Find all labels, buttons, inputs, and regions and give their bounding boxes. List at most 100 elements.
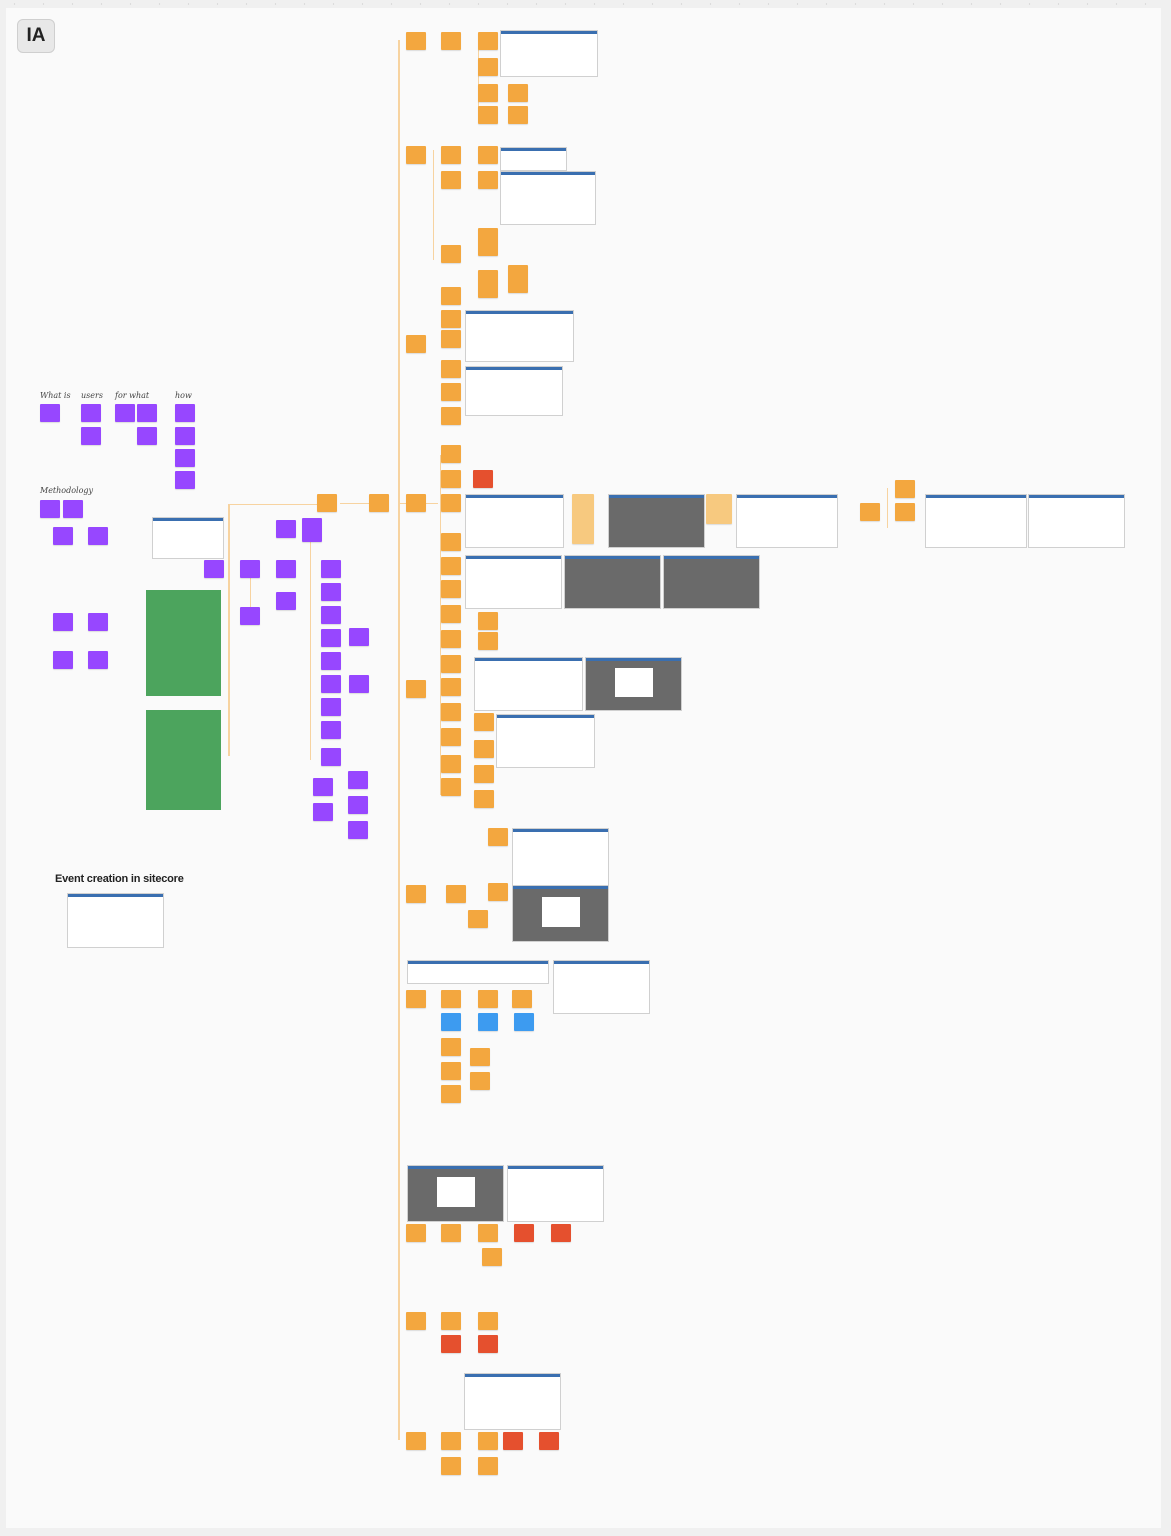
sticky-note[interactable] <box>474 713 494 731</box>
board-title[interactable]: IA <box>17 19 55 53</box>
screenshot-thumbnail[interactable] <box>512 828 609 887</box>
sticky-note[interactable] <box>441 1038 461 1056</box>
sticky-note[interactable] <box>478 612 498 630</box>
sticky-note[interactable] <box>488 828 508 846</box>
sticky-note-blue[interactable] <box>478 1013 498 1031</box>
sticky-note-purple[interactable] <box>137 404 157 422</box>
sticky-note[interactable] <box>441 310 461 328</box>
sticky-note[interactable] <box>474 740 494 758</box>
sticky-note[interactable] <box>860 503 880 521</box>
sticky-note-blue[interactable] <box>514 1013 534 1031</box>
sticky-note[interactable] <box>406 1432 426 1450</box>
sticky-note[interactable] <box>441 778 461 796</box>
sticky-note[interactable] <box>470 1072 490 1090</box>
sticky-note[interactable] <box>478 1432 498 1450</box>
sticky-note-purple[interactable] <box>40 404 60 422</box>
sticky-note[interactable] <box>441 1312 461 1330</box>
sticky-note[interactable] <box>508 265 528 293</box>
sticky-note[interactable] <box>441 360 461 378</box>
screenshot-thumbnail[interactable] <box>152 517 224 559</box>
sticky-note-red[interactable] <box>514 1224 534 1242</box>
sticky-note-purple[interactable] <box>313 803 333 821</box>
screenshot-thumbnail[interactable] <box>564 555 661 609</box>
sticky-note[interactable] <box>474 790 494 808</box>
sticky-note-purple[interactable] <box>40 500 60 518</box>
sticky-note[interactable] <box>895 503 915 521</box>
sticky-note[interactable] <box>478 32 498 50</box>
screenshot-thumbnail[interactable] <box>465 494 564 548</box>
sticky-note[interactable] <box>441 330 461 348</box>
sticky-note-purple[interactable] <box>276 520 296 538</box>
sticky-note[interactable] <box>441 703 461 721</box>
sticky-note[interactable] <box>406 494 426 512</box>
screenshot-thumbnail[interactable] <box>407 1165 504 1222</box>
sticky-note[interactable] <box>441 1224 461 1242</box>
sticky-note[interactable] <box>478 58 498 76</box>
sticky-note-purple[interactable] <box>53 651 73 669</box>
sticky-note-red[interactable] <box>551 1224 571 1242</box>
sticky-note[interactable] <box>441 146 461 164</box>
sticky-note[interactable] <box>478 1224 498 1242</box>
sticky-note-red[interactable] <box>441 1335 461 1353</box>
sticky-note[interactable] <box>441 287 461 305</box>
screenshot-thumbnail[interactable] <box>465 555 562 609</box>
sticky-note-purple[interactable] <box>348 821 368 839</box>
sticky-note-purple[interactable] <box>204 560 224 578</box>
sticky-note-purple[interactable] <box>53 527 73 545</box>
sticky-note-purple[interactable] <box>175 449 195 467</box>
sticky-note[interactable] <box>468 910 488 928</box>
sticky-note[interactable] <box>441 580 461 598</box>
sticky-note[interactable] <box>478 1312 498 1330</box>
sticky-note[interactable] <box>482 1248 502 1266</box>
sticky-note[interactable] <box>441 1062 461 1080</box>
sticky-note[interactable] <box>478 171 498 189</box>
sticky-note[interactable] <box>441 1085 461 1103</box>
screenshot-thumbnail[interactable] <box>500 30 598 77</box>
sticky-note[interactable] <box>406 146 426 164</box>
sticky-note[interactable] <box>406 335 426 353</box>
sticky-note-purple[interactable] <box>88 527 108 545</box>
sticky-note[interactable] <box>441 383 461 401</box>
sticky-note[interactable] <box>441 728 461 746</box>
screenshot-thumbnail[interactable] <box>474 657 583 711</box>
screenshot-thumbnail[interactable] <box>585 657 682 711</box>
sticky-note[interactable] <box>706 494 732 524</box>
sticky-note-purple[interactable] <box>321 606 341 624</box>
sticky-note[interactable] <box>478 106 498 124</box>
sticky-note-purple[interactable] <box>115 404 135 422</box>
sticky-note[interactable] <box>441 990 461 1008</box>
sticky-note[interactable] <box>441 1457 461 1475</box>
screenshot-thumbnail[interactable] <box>465 366 563 416</box>
sticky-note-blue[interactable] <box>441 1013 461 1031</box>
sticky-note-purple[interactable] <box>175 427 195 445</box>
sticky-note-red[interactable] <box>473 470 493 488</box>
screenshot-thumbnail[interactable] <box>507 1165 604 1222</box>
sticky-note[interactable] <box>474 765 494 783</box>
sticky-note[interactable] <box>441 655 461 673</box>
sticky-note-purple[interactable] <box>63 500 83 518</box>
sticky-note[interactable] <box>478 632 498 650</box>
sticky-note-purple[interactable] <box>81 427 101 445</box>
sticky-note-purple[interactable] <box>321 629 341 647</box>
sticky-note-purple[interactable] <box>321 698 341 716</box>
sticky-note-purple[interactable] <box>348 796 368 814</box>
screenshot-thumbnail[interactable] <box>407 960 549 984</box>
sticky-note-purple[interactable] <box>81 404 101 422</box>
screenshot-thumbnail[interactable] <box>464 1373 561 1430</box>
sticky-note[interactable] <box>478 990 498 1008</box>
sticky-note[interactable] <box>441 470 461 488</box>
sticky-note-purple[interactable] <box>321 748 341 766</box>
sticky-note[interactable] <box>446 885 466 903</box>
screenshot-thumbnail[interactable] <box>608 494 705 548</box>
sticky-note[interactable] <box>406 680 426 698</box>
sticky-note[interactable] <box>478 1457 498 1475</box>
sticky-note[interactable] <box>406 1312 426 1330</box>
screenshot-thumbnail[interactable] <box>496 714 595 768</box>
sticky-note[interactable] <box>441 678 461 696</box>
sticky-note-purple[interactable] <box>175 404 195 422</box>
sticky-note-purple[interactable] <box>137 427 157 445</box>
sticky-note[interactable] <box>508 84 528 102</box>
screenshot-thumbnail[interactable] <box>500 147 567 171</box>
sticky-note[interactable] <box>488 883 508 901</box>
screenshot-thumbnail[interactable] <box>1028 494 1125 548</box>
